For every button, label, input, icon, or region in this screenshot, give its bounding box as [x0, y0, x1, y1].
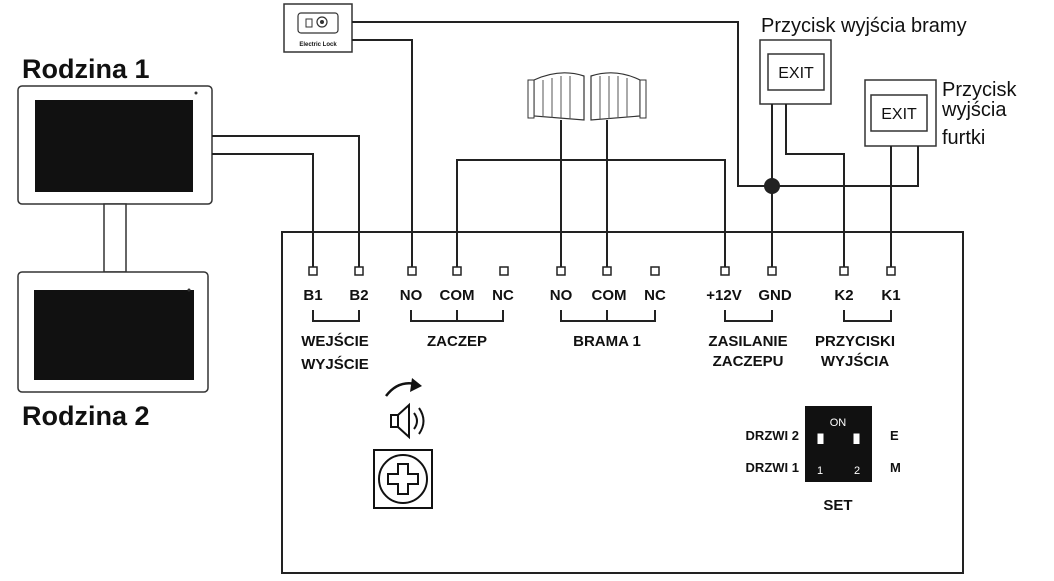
- monitor-1-label: Rodzina 1: [22, 54, 150, 84]
- wire-k2: [785, 104, 845, 269]
- gate-icon: [527, 72, 647, 121]
- dip-switch-1-label: 1: [817, 465, 823, 477]
- dip-on-label: ON: [830, 417, 847, 429]
- wire-lock-no: [352, 39, 413, 269]
- terminal-label-lock-nc: NC: [492, 287, 514, 304]
- terminal-k2: [839, 266, 849, 276]
- bracket-exit: [843, 310, 892, 322]
- terminal-label-b2: B2: [349, 287, 368, 304]
- terminal-lock-com: [452, 266, 462, 276]
- monitor-family-1: [17, 85, 213, 205]
- wire-lock-top: [352, 21, 770, 187]
- terminal-gnd: [767, 266, 777, 276]
- bracket-b: [312, 310, 360, 322]
- terminal-b1: [308, 266, 318, 276]
- terminal-label-lock-com: COM: [440, 287, 475, 304]
- wire-com-12v: [456, 159, 726, 269]
- exit-wicket-text: EXIT: [881, 106, 917, 123]
- exit-wicket-caption-3: furtki: [942, 127, 985, 149]
- group-label-input: WEJŚCIE: [301, 332, 369, 350]
- exit-button-gate: [759, 39, 832, 105]
- group-label-lock: ZACZEP: [427, 333, 487, 350]
- speaker-icon: [385, 378, 425, 440]
- terminal-12v: [720, 266, 730, 276]
- group-label-output: WYJŚCIE: [301, 355, 369, 373]
- bracket-lock: [410, 310, 504, 322]
- dip-right-top-label: E: [890, 428, 899, 443]
- dip-left-bottom-label: DRZWI 1: [746, 460, 799, 475]
- terminal-label-k1: K1: [881, 287, 900, 304]
- exit-button-wicket: [864, 79, 937, 147]
- dip-switch: [805, 406, 872, 482]
- terminal-gate-com: [602, 266, 612, 276]
- electric-lock-icon: [283, 3, 353, 53]
- group-label-gate: BRAMA 1: [573, 333, 641, 350]
- exit-wicket-caption-1: Przycisk: [942, 79, 1017, 101]
- monitor-cable: [103, 203, 127, 273]
- terminal-label-gate-com: COM: [592, 287, 627, 304]
- terminal-gate-nc: [650, 266, 660, 276]
- terminal-gate-no: [556, 266, 566, 276]
- dip-right-bottom-label: M: [890, 460, 901, 475]
- terminal-lock-no: [407, 266, 417, 276]
- electric-lock-label: Electric Lock: [299, 42, 337, 48]
- adjustment-knob-icon: [373, 449, 433, 509]
- dip-set-label: SET: [823, 497, 852, 514]
- dip-switch-2-label: 2: [854, 465, 860, 477]
- terminal-label-12v: +12V: [706, 287, 741, 304]
- terminal-row: [308, 266, 896, 276]
- terminal-label-gate-no: NO: [550, 287, 573, 304]
- terminal-k1: [886, 266, 896, 276]
- terminal-label-lock-no: NO: [400, 287, 423, 304]
- terminal-label-k2: K2: [834, 287, 853, 304]
- group-label-exit-1: PRZYCISKI: [815, 333, 895, 350]
- group-label-exit-2: WYJŚCIA: [821, 352, 890, 370]
- monitor-2-label: Rodzina 2: [22, 401, 150, 431]
- group-label-power-1: ZASILANIE: [708, 333, 787, 350]
- wire-b2: [212, 135, 360, 269]
- dip-left-top-label: DRZWI 2: [746, 428, 799, 443]
- junction-dot: [764, 178, 780, 194]
- monitor-family-2: [17, 271, 209, 393]
- exit-gate-caption: Przycisk wyjścia bramy: [761, 15, 967, 37]
- terminal-label-gnd: GND: [758, 287, 792, 304]
- terminal-lock-nc: [499, 266, 509, 276]
- bracket-power: [724, 310, 773, 322]
- wire-gnd-wicket: [772, 146, 919, 187]
- terminal-label-gate-nc: NC: [644, 287, 666, 304]
- exit-wicket-caption-2: wyjścia: [941, 99, 1007, 121]
- terminal-b2: [354, 266, 364, 276]
- controller-box: [281, 231, 964, 574]
- wire-b1: [212, 153, 314, 269]
- exit-gate-text: EXIT: [778, 65, 814, 82]
- bracket-gate: [560, 310, 656, 322]
- group-label-power-2: ZACZEPU: [713, 353, 784, 370]
- terminal-label-b1: B1: [303, 287, 322, 304]
